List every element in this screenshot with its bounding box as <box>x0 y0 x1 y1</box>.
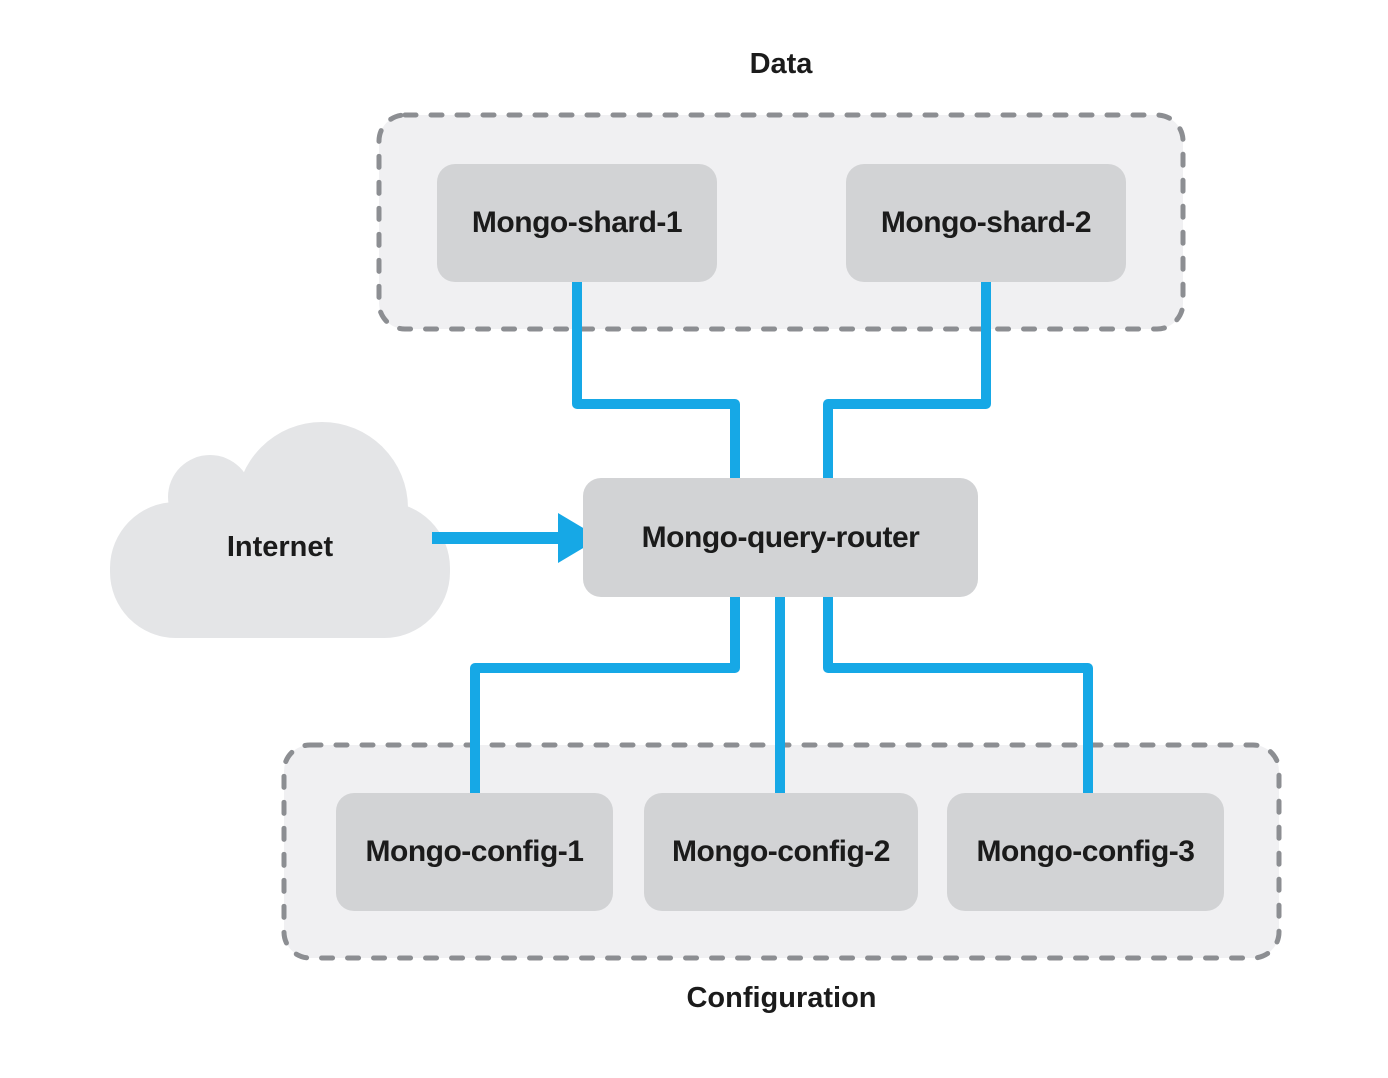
arrow-internet-router <box>432 513 600 563</box>
connector-shard1-router <box>572 276 740 484</box>
connector-shard2-router <box>823 276 991 484</box>
config-group-label: Configuration <box>686 982 877 1014</box>
node-mongo-config-1: Mongo-config-1 <box>336 793 613 911</box>
node-mongo-shard-2: Mongo-shard-2 <box>846 164 1126 282</box>
internet-label: Internet <box>226 531 334 563</box>
connector-router-config3 <box>823 592 1093 797</box>
connector-router-config1 <box>470 592 740 797</box>
node-mongo-config-3: Mongo-config-3 <box>947 793 1224 911</box>
node-mongo-shard-1: Mongo-shard-1 <box>437 164 717 282</box>
internet-cloud-icon <box>110 422 450 638</box>
node-mongo-query-router: Mongo-query-router <box>583 478 978 597</box>
data-group-label: Data <box>749 48 813 80</box>
arrow-head-icon <box>558 513 600 563</box>
node-mongo-config-2: Mongo-config-2 <box>644 793 918 911</box>
